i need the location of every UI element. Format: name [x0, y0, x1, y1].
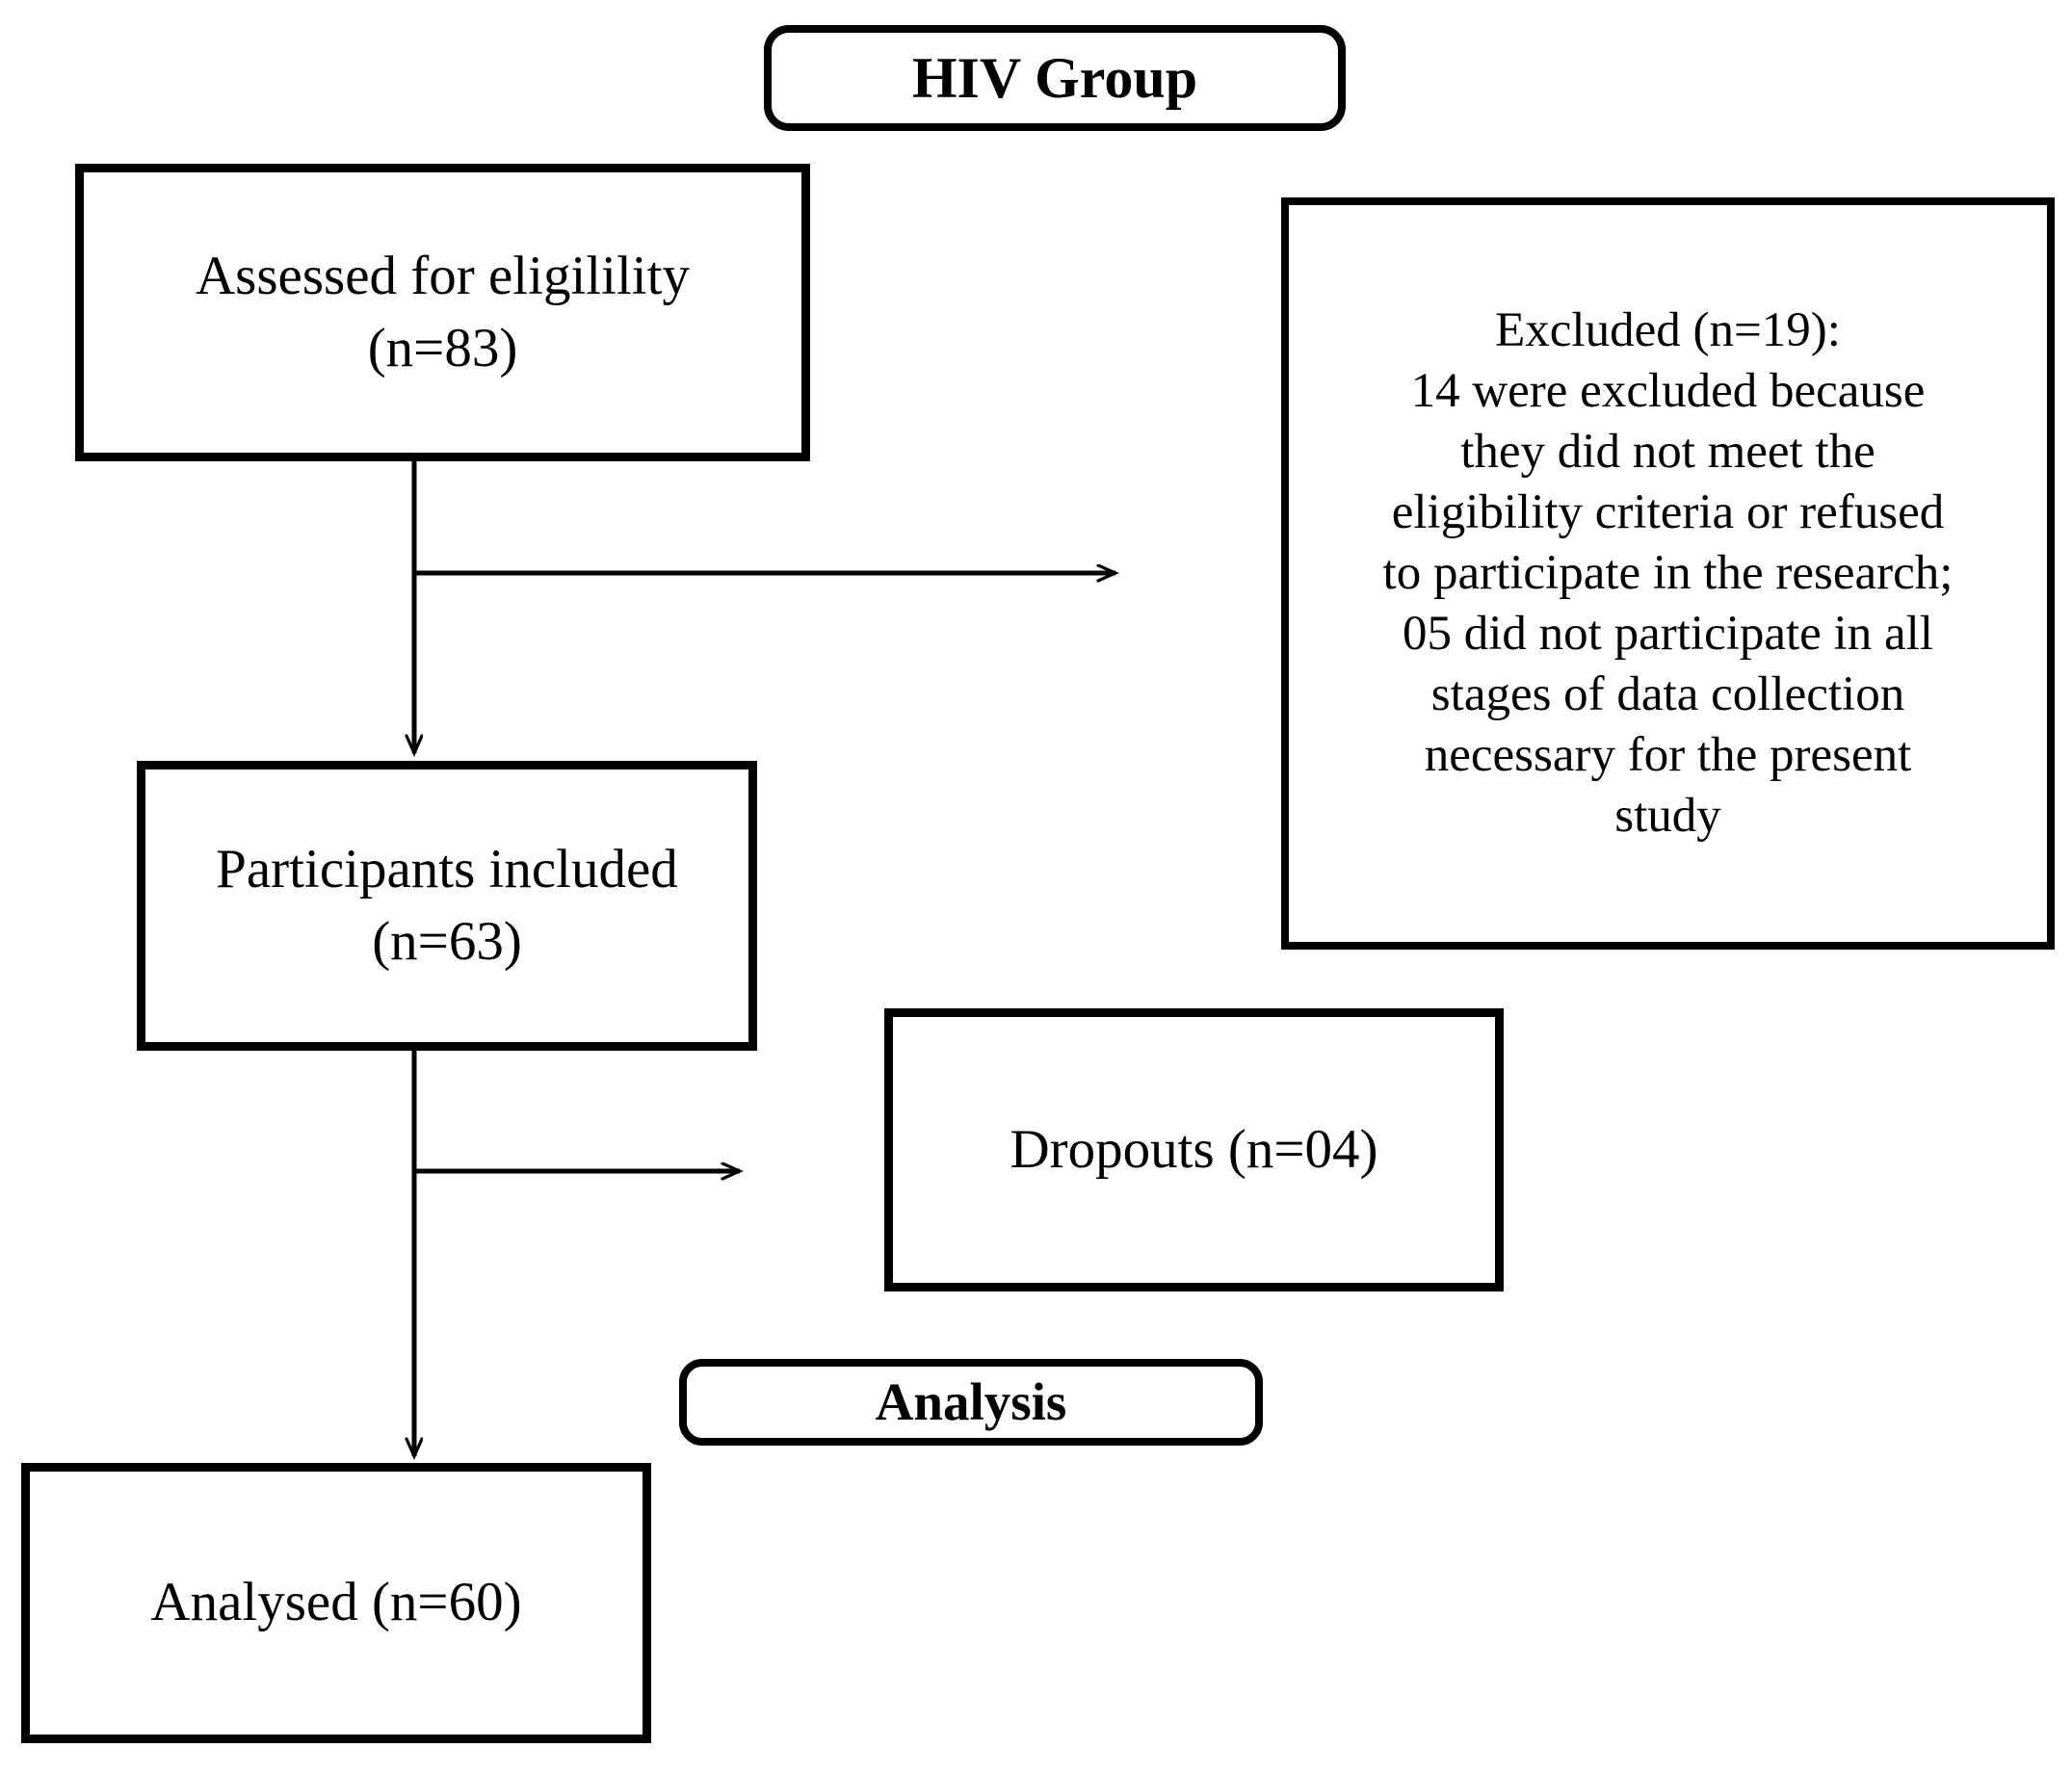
node-assessed-for-eligibility-label: Assessed for eligilility (n=83): [196, 246, 690, 378]
node-participants-included: Participants included (n=63): [137, 761, 757, 1051]
node-hiv-group: HIV Group: [764, 25, 1346, 131]
node-analysis: Analysis: [679, 1359, 1263, 1446]
node-dropouts-label: Dropouts (n=04): [1010, 1118, 1378, 1180]
node-assessed-for-eligibility: Assessed for eligilility (n=83): [75, 164, 810, 461]
node-excluded: Excluded (n=19): 14 were excluded becaus…: [1281, 197, 2055, 950]
node-analysis-label: Analysis: [875, 1372, 1067, 1432]
node-hiv-group-label: HIV Group: [911, 46, 1198, 110]
node-analysed-label: Analysed (n=60): [150, 1572, 522, 1633]
node-dropouts: Dropouts (n=04): [884, 1008, 1504, 1291]
node-participants-included-label: Participants included (n=63): [216, 839, 678, 972]
node-analysed: Analysed (n=60): [21, 1463, 651, 1743]
node-excluded-label: Excluded (n=19): 14 were excluded becaus…: [1382, 303, 1954, 843]
